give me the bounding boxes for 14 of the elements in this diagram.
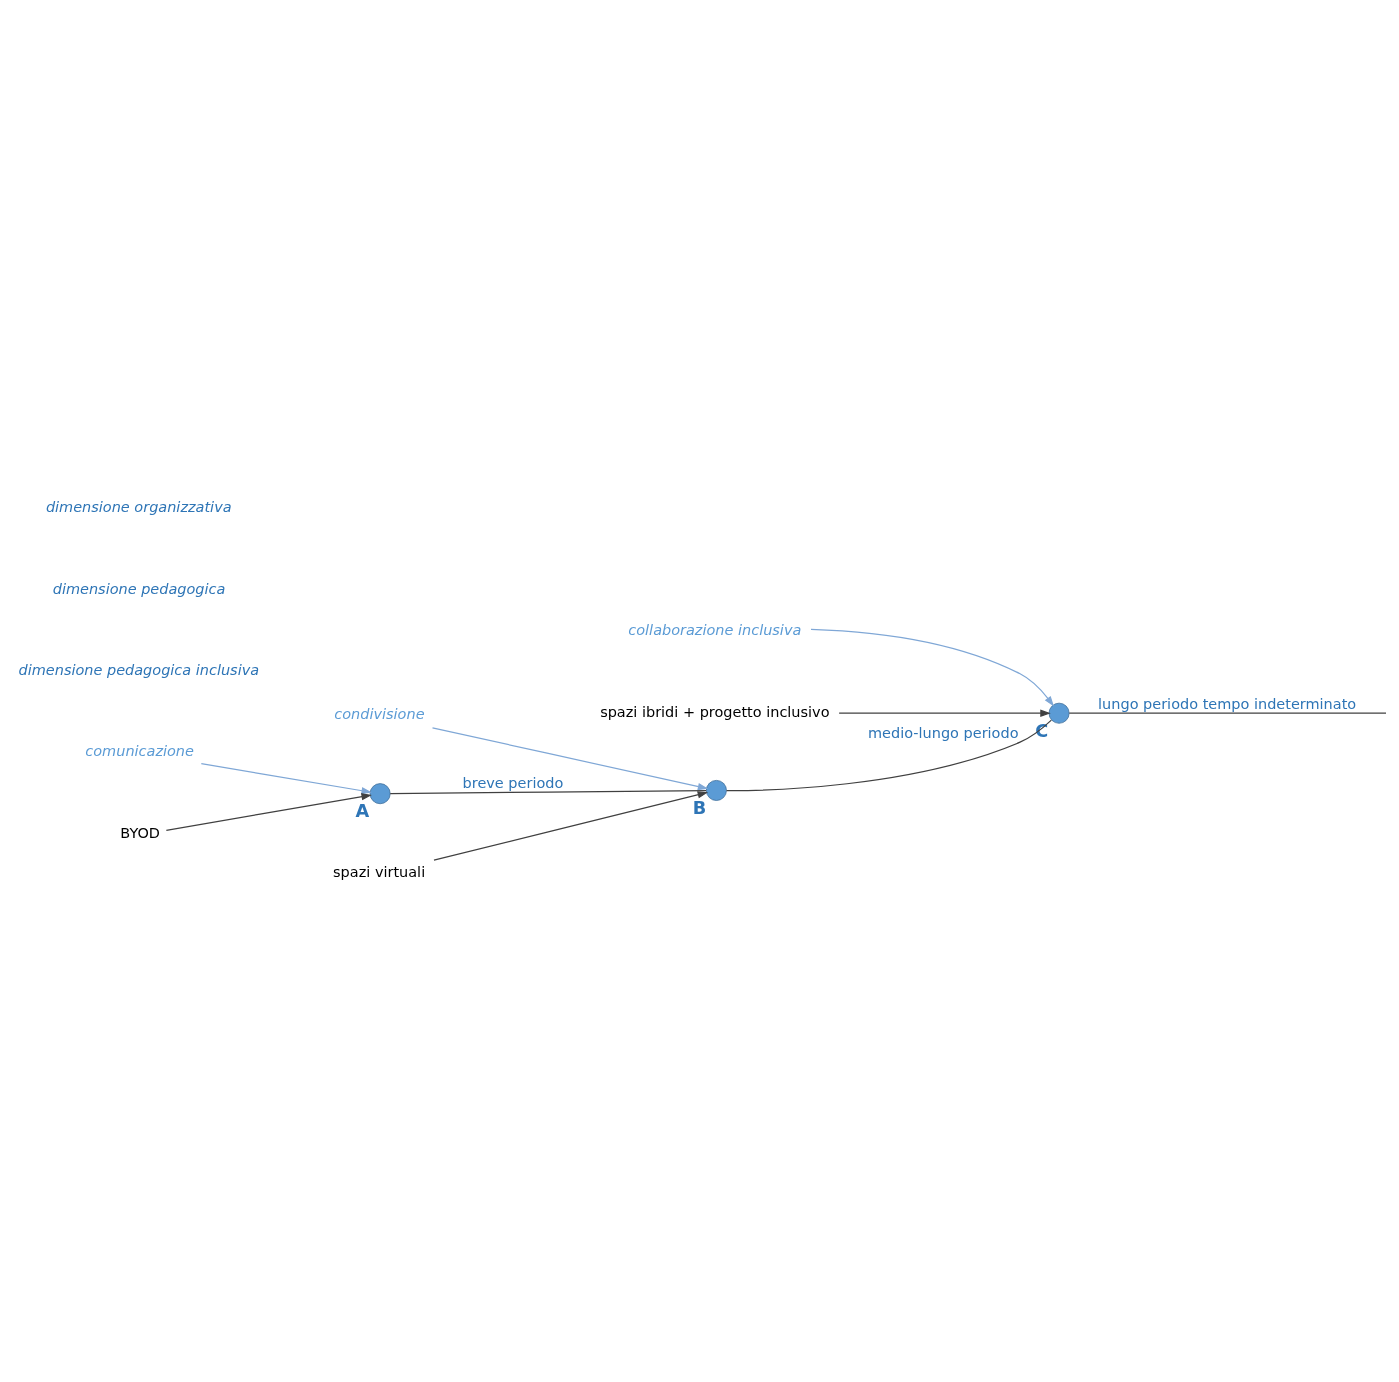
node-label: B bbox=[692, 797, 707, 818]
node-text: spazi ibridi + progetto inclusivo bbox=[600, 703, 830, 720]
node-text: spazi virtuali bbox=[333, 863, 426, 880]
node-label: A bbox=[355, 800, 370, 821]
edge-label: medio-lungo periodo bbox=[868, 724, 1019, 741]
label: dimensione organizzativa bbox=[45, 498, 232, 515]
node-text: BYOD bbox=[120, 824, 161, 841]
node-text: condivisione bbox=[334, 705, 425, 722]
node-text: comunicazione bbox=[85, 742, 194, 759]
edge-label: lungo periodo tempo indeterminato bbox=[1098, 695, 1357, 712]
edge-label: breve periodo bbox=[462, 774, 564, 791]
label: dimensione pedagogica bbox=[52, 580, 226, 597]
node-text: collaborazione inclusiva bbox=[628, 621, 802, 638]
label: dimensione pedagogica inclusiva bbox=[18, 661, 260, 678]
